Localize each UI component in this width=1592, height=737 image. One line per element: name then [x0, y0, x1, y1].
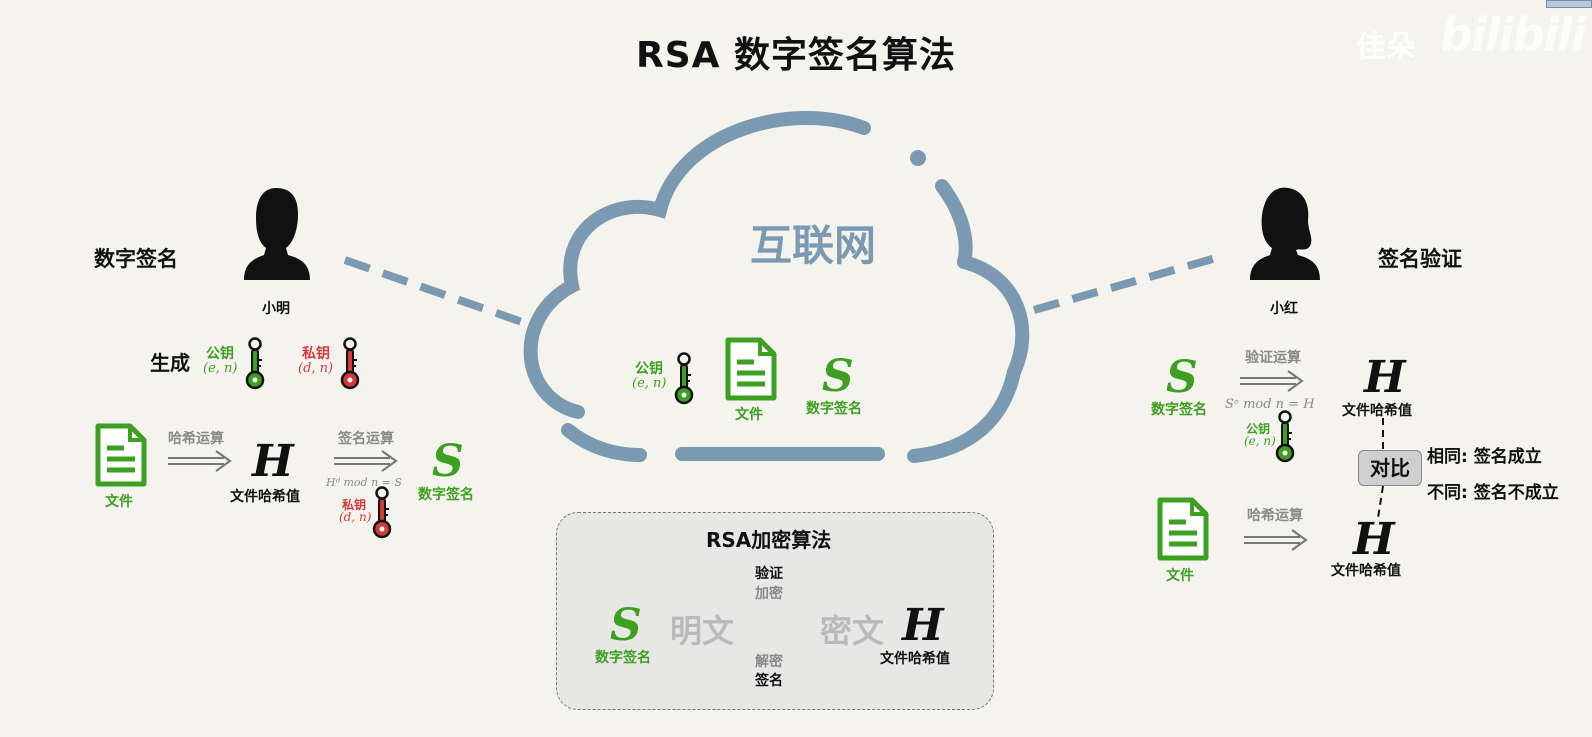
- generate-label: 生成: [150, 351, 190, 375]
- right-hash-label-top: 文件哈希值: [1342, 403, 1412, 419]
- right-signature-label: 数字签名: [1151, 402, 1207, 418]
- right-hash-label-bottom: 文件哈希值: [1331, 563, 1401, 579]
- right-signature-symbol: S: [1166, 352, 1198, 403]
- left-file-label: 文件: [105, 494, 133, 510]
- person-xiaohong-name: 小红: [1270, 301, 1298, 317]
- cloud-public-key-label: 公钥: [635, 361, 663, 377]
- left-sign-formula: Hᵈ mod n = S: [326, 476, 402, 489]
- left-hash-op: 哈希运算: [168, 431, 224, 447]
- public-key-math: (e, n): [203, 361, 238, 376]
- left-hash-symbol: H: [252, 436, 294, 487]
- right-verify-op: 验证运算: [1245, 350, 1301, 366]
- cloud-file-icon: [728, 340, 774, 398]
- result-different: 不同: 签名不成立: [1427, 483, 1559, 503]
- right-section-label: 签名验证: [1378, 247, 1462, 271]
- right-hash-symbol-bottom: H: [1353, 514, 1395, 565]
- sign-private-key-icon: [372, 486, 392, 539]
- right-file-label: 文件: [1166, 568, 1194, 584]
- watermark-author: 佳朵: [1356, 30, 1416, 65]
- watermark-brand: bilibili: [1440, 8, 1586, 62]
- left-hash-arrow: [167, 450, 231, 472]
- cloud-file-label: 文件: [735, 407, 763, 423]
- result-same: 相同: 签名成立: [1427, 447, 1542, 467]
- rsa-signature-label: 数字签名: [595, 650, 651, 666]
- compare-badge: 对比: [1358, 450, 1422, 486]
- verify-key-label: 公钥: [1246, 422, 1271, 436]
- right-verify-arrow: [1239, 370, 1303, 392]
- person-xiaohong-icon: [1250, 187, 1320, 280]
- public-key-label: 公钥: [206, 346, 234, 362]
- rsa-arrow-verify: 验证: [755, 566, 783, 582]
- left-signature-symbol: S: [432, 436, 464, 487]
- private-key-label: 私钥: [302, 346, 330, 362]
- public-key-icon: [245, 337, 265, 390]
- right-hash-op: 哈希运算: [1247, 508, 1303, 524]
- rsa-signature-symbol: S: [610, 600, 642, 651]
- rsa-arrow-decrypt: 解密: [755, 654, 783, 670]
- left-sign-op: 签名运算: [338, 431, 394, 447]
- left-hash-label: 文件哈希值: [230, 489, 300, 505]
- right-file-icon: [1160, 500, 1206, 558]
- cloud-signature-symbol: S: [822, 351, 854, 402]
- private-key-math: (d, n): [298, 361, 334, 376]
- internet-label: 互联网: [750, 221, 877, 270]
- cloud-public-key-icon: [674, 352, 694, 405]
- rsa-algorithm-box: [556, 512, 994, 710]
- rsa-hash-symbol: H: [902, 600, 944, 651]
- right-hash-symbol-top: H: [1364, 352, 1406, 403]
- rsa-hash-label: 文件哈希值: [880, 651, 950, 667]
- left-section-label: 数字签名: [94, 247, 178, 271]
- cloud-signature-label: 数字签名: [806, 401, 862, 417]
- person-xiaoming-icon: [244, 188, 310, 280]
- verify-key-math: (e, n): [1244, 434, 1276, 448]
- left-sign-arrow: [333, 450, 397, 472]
- sign-key-label: 私钥: [342, 498, 367, 512]
- right-hash-arrow: [1243, 529, 1307, 551]
- rsa-plaintext: 明文: [670, 612, 735, 650]
- verify-public-key-icon: [1275, 410, 1295, 463]
- rsa-arrow-encrypt: 加密: [755, 586, 783, 602]
- left-file-icon: [98, 426, 144, 484]
- rsa-box-title: RSA加密算法: [706, 528, 832, 552]
- left-signature-label: 数字签名: [418, 487, 474, 503]
- rsa-ciphertext: 密文: [820, 612, 885, 650]
- sign-key-math: (d, n): [339, 510, 372, 524]
- private-key-icon: [340, 337, 360, 390]
- person-xiaoming-name: 小明: [262, 301, 290, 317]
- rsa-arrow-sign: 签名: [755, 673, 783, 689]
- right-verify-formula: Sᵉ mod n = H: [1225, 397, 1315, 412]
- page-title: RSA 数字签名算法: [635, 35, 957, 76]
- cloud-public-key-math: (e, n): [632, 376, 667, 391]
